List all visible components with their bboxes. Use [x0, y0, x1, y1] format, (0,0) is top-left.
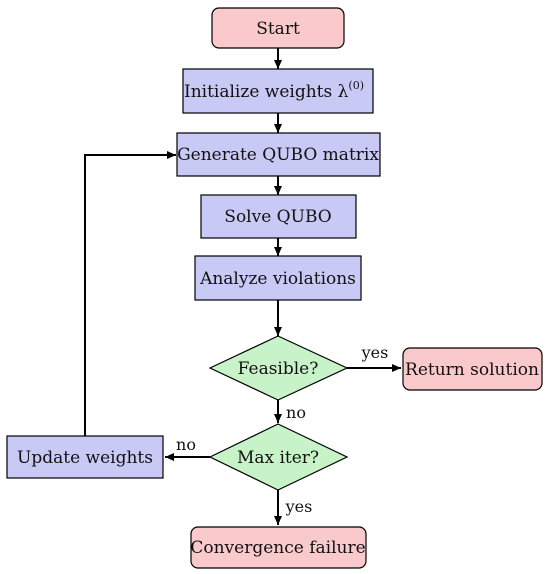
node-update-weights: Update weights: [6, 435, 164, 479]
edge-label-maxiter-yes: yes: [285, 497, 313, 516]
node-initialize-weights: Initialize weights λ(0): [182, 68, 374, 114]
node-convergence-failure-label: Convergence failure: [190, 538, 365, 558]
node-return-solution-label: Return solution: [405, 360, 539, 380]
node-convergence-failure: Convergence failure: [190, 526, 367, 569]
edges: [84, 48, 401, 525]
edge-update-generate-loop: [84, 151, 176, 436]
edge-label-feasible-no: no: [286, 403, 306, 422]
node-max-iter-label: Max iter?: [237, 448, 319, 468]
node-return-solution: Return solution: [402, 347, 543, 391]
node-update-weights-label: Update weights: [17, 448, 153, 468]
node-generate-qubo-label: Generate QUBO matrix: [177, 145, 379, 165]
node-analyze-violations: Analyze violations: [194, 255, 362, 301]
node-generate-qubo: Generate QUBO matrix: [176, 132, 381, 177]
node-feasible-label: Feasible?: [238, 359, 319, 379]
node-initialize-weights-label: Initialize weights λ(0): [184, 79, 364, 102]
node-solve-qubo: Solve QUBO: [200, 194, 357, 239]
node-start: Start: [211, 7, 345, 49]
node-feasible-decision: Feasible?: [208, 335, 349, 401]
node-solve-qubo-label: Solve QUBO: [224, 207, 331, 227]
node-max-iter-decision: Max iter?: [208, 423, 349, 491]
edge-label-feasible-yes: yes: [361, 343, 389, 362]
node-start-label: Start: [256, 19, 300, 39]
node-analyze-violations-label: Analyze violations: [199, 269, 356, 289]
edge-label-maxiter-no: no: [176, 435, 196, 454]
